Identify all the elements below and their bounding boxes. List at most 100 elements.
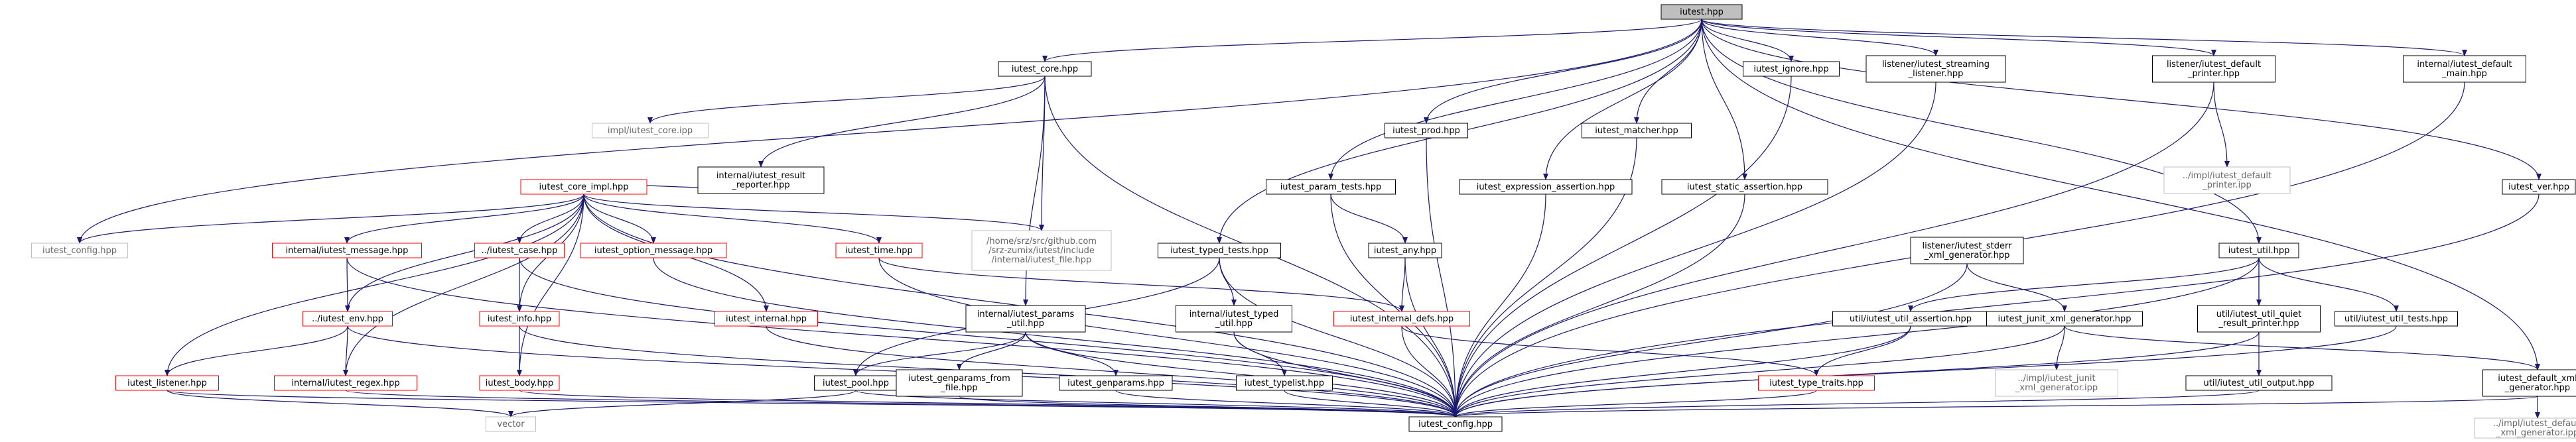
edge-iutest-to-defprinter: [1702, 19, 2214, 56]
node-body[interactable]: iutest_body.hpp: [480, 376, 559, 390]
edge-env-to-regex: [346, 326, 348, 376]
edge-util-to-uassert: [1911, 258, 2259, 311]
node-label: /home/srz/src/github.com: [986, 237, 1097, 247]
node-label: impl/iutest_core.ipp: [608, 126, 693, 136]
node-label: iutest_time.hpp: [845, 246, 913, 256]
edge-typedtests-to-ityped: [1219, 258, 1234, 305]
node-label: _printer.ipp: [2202, 180, 2251, 190]
edge-core-to-resrep: [761, 76, 1045, 167]
edge-iutest-to-paramtests: [1331, 19, 1702, 180]
edge-genfromfile-to-iconfig: [959, 396, 1456, 417]
node-ityped[interactable]: internal/iutest_typed_util.hpp: [1176, 305, 1292, 332]
node-regex[interactable]: internal/iutest_regex.hpp: [275, 376, 417, 390]
node-defmain[interactable]: internal/iutest_default_main.hpp: [2404, 56, 2526, 82]
node-junit[interactable]: iutest_junit_xml_generator.hpp: [1987, 311, 2143, 326]
edge-paramtests-to-any: [1331, 194, 1405, 243]
edge-uoutput-to-iconfig: [1456, 390, 2259, 417]
node-uquiet[interactable]: util/iutest_util_quiet_result_printer.hp…: [2198, 305, 2321, 332]
node-label: iutest_util.hpp: [2228, 246, 2290, 256]
node-resrep[interactable]: internal/iutest_result_reporter.hpp: [698, 167, 824, 193]
node-label: iutest_typed_tests.hpp: [1170, 246, 1268, 256]
node-label: internal/iutest_typed: [1189, 309, 1279, 319]
node-staticassert[interactable]: iutest_static_assertion.hpp: [1662, 180, 1828, 194]
edge-iutest-to-streaming: [1702, 19, 1936, 56]
node-matcher[interactable]: iutest_matcher.hpp: [1582, 123, 1692, 138]
node-label: _xml_generator.hpp: [1924, 250, 2010, 260]
node-gtestfile[interactable]: /home/srz/src/github.com/srz-zumix/iutes…: [972, 231, 1111, 270]
node-listener[interactable]: iutest_listener.hpp: [116, 376, 219, 390]
node-label: iutest_expression_assertion.hpp: [1477, 182, 1615, 192]
edge-optmsg-to-iconfig: [653, 258, 1456, 417]
node-info[interactable]: iutest_info.hpp: [480, 311, 559, 326]
node-typedtests[interactable]: iutest_typed_tests.hpp: [1158, 243, 1281, 258]
node-label: internal/iutest_default: [2417, 60, 2512, 70]
node-coreimpl[interactable]: iutest_core_impl.hpp: [521, 180, 647, 194]
node-typelist[interactable]: iutest_typelist.hpp: [1237, 376, 1333, 390]
node-exprassert[interactable]: iutest_expression_assertion.hpp: [1459, 180, 1632, 194]
node-label: util/iutest_util_output.hpp: [2203, 378, 2314, 388]
node-junitipp[interactable]: ../impl/iutest_junit_xml_generator.ipp: [1996, 370, 2118, 396]
node-printeripp[interactable]: ../impl/iutest_default_printer.ipp: [2164, 167, 2290, 193]
edge-coreimpl-to-body: [519, 194, 584, 376]
node-label: _result_printer.hpp: [2218, 319, 2299, 329]
node-util[interactable]: iutest_util.hpp: [2219, 243, 2299, 258]
node-optmsg[interactable]: iutest_option_message.hpp: [580, 243, 726, 258]
node-label: iutest_matcher.hpp: [1595, 126, 1678, 136]
node-label: /internal/iutest_file.hpp: [992, 255, 1092, 265]
node-prod[interactable]: iutest_prod.hpp: [1385, 123, 1468, 138]
node-pool[interactable]: iutest_pool.hpp: [815, 376, 898, 390]
node-label: ../impl/iutest_junit: [2017, 374, 2095, 384]
node-defxml[interactable]: iutest_default_xml_generator.hpp: [2483, 370, 2576, 396]
node-label: iutest_info.hpp: [488, 314, 551, 324]
node-label: iutest_core_impl.hpp: [539, 182, 629, 192]
node-any[interactable]: iutest_any.hpp: [1369, 243, 1442, 258]
node-internal[interactable]: iutest_internal.hpp: [715, 311, 818, 326]
edge-listener-to-iconfig: [167, 390, 1456, 417]
node-config[interactable]: iutest_config.hpp: [32, 243, 128, 258]
node-case[interactable]: ../iutest_case.hpp: [475, 243, 565, 258]
node-idefs[interactable]: iutest_internal_defs.hpp: [1334, 311, 1470, 326]
node-time[interactable]: iutest_time.hpp: [836, 243, 922, 258]
node-label: iutest_core.hpp: [1012, 64, 1078, 74]
node-label: ../iutest_case.hpp: [482, 246, 558, 256]
node-iparams[interactable]: internal/iutest_params_util.hpp: [966, 305, 1085, 332]
edge-coreimpl-to-time: [584, 194, 879, 243]
node-defprinter[interactable]: listener/iutest_default_printer.hpp: [2153, 56, 2275, 82]
node-label: _xml_generator.ipp: [2496, 428, 2576, 438]
node-label: iutest.hpp: [1680, 7, 1724, 17]
node-imsg[interactable]: internal/iutest_message.hpp: [273, 243, 422, 258]
node-iutest[interactable]: iutest.hpp: [1661, 5, 1742, 19]
node-stderrxml[interactable]: listener/iutest_stderr_xml_generator.hpp: [1911, 237, 2023, 264]
node-ver[interactable]: iutest_ver.hpp: [2502, 180, 2575, 194]
node-paramtests[interactable]: iutest_param_tests.hpp: [1266, 180, 1396, 194]
node-label: iutest_static_assertion.hpp: [1687, 182, 1802, 192]
node-label: util/iutest_util_tests.hpp: [2344, 314, 2448, 324]
node-label: iutest_genparams_from: [908, 374, 1010, 384]
edge-uassert-to-iconfig: [1456, 326, 1911, 417]
node-label: iutest_internal.hpp: [726, 314, 807, 324]
node-label: _util.hpp: [1006, 319, 1044, 329]
edge-imsg-to-env: [347, 258, 348, 311]
node-iconfig[interactable]: iutest_config.hpp: [1409, 417, 1502, 431]
node-label: internal/iutest_params: [977, 309, 1075, 319]
node-uassert[interactable]: util/iutest_util_assertion.hpp: [1833, 311, 1989, 326]
node-uoutput[interactable]: util/iutest_util_output.hpp: [2186, 376, 2332, 390]
node-defxmlipp[interactable]: ../impl/iutest_default_xml_generator.ipp: [2474, 418, 2576, 438]
node-core[interactable]: iutest_core.hpp: [998, 62, 1091, 76]
node-label: iutest_internal_defs.hpp: [1350, 314, 1454, 324]
edge-iutest-to-ver: [1702, 19, 2539, 180]
node-ignore[interactable]: iutest_ignore.hpp: [1743, 62, 1840, 76]
node-vector[interactable]: vector: [486, 417, 536, 431]
node-typetraits[interactable]: iutest_type_traits.hpp: [1759, 376, 1875, 390]
node-utests[interactable]: util/iutest_util_tests.hpp: [2335, 311, 2458, 326]
edge-iutest-to-staticassert: [1702, 19, 1745, 180]
node-genfromfile[interactable]: iutest_genparams_from_file.hpp: [896, 370, 1022, 396]
node-corei[interactable]: impl/iutest_core.ipp: [592, 123, 709, 138]
edge-core-to-corei: [650, 76, 1045, 123]
node-genparams[interactable]: iutest_genparams.hpp: [1059, 376, 1172, 390]
edge-exprassert-to-iconfig: [1456, 194, 1546, 417]
node-label: _xml_generator.ipp: [2015, 383, 2098, 393]
node-env[interactable]: ../iutest_env.hpp: [303, 311, 393, 326]
node-streaming[interactable]: listener/iutest_streaming_listener.hpp: [1866, 56, 2005, 82]
